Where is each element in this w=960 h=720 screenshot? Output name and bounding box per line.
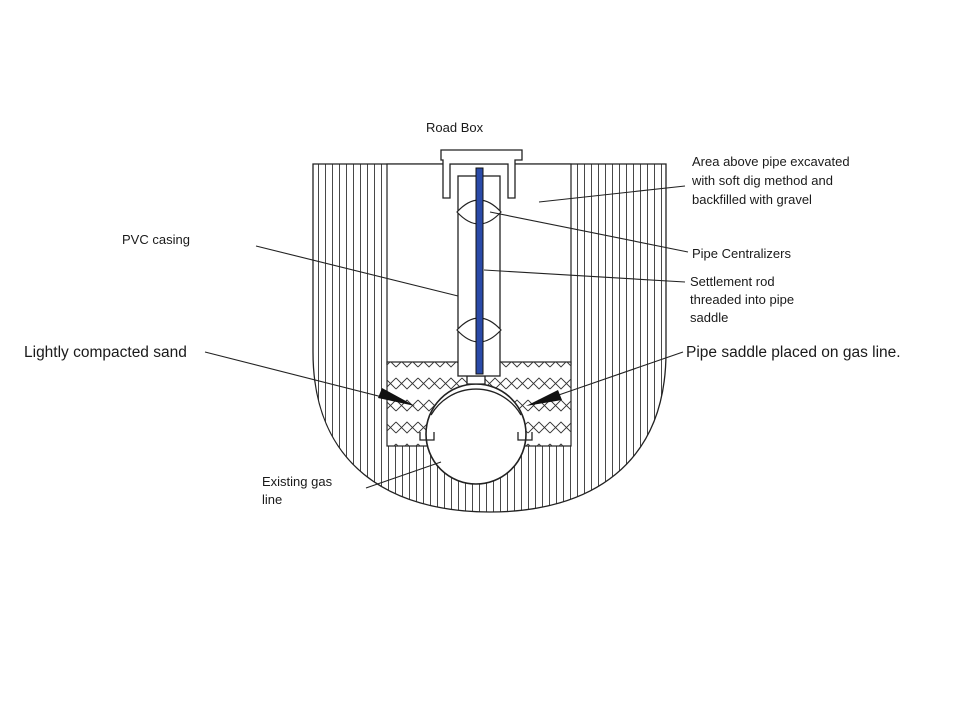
label-existing-gas-line2: line bbox=[262, 492, 282, 507]
leader-lightly-compacted-sand bbox=[204, 351, 387, 399]
label-area-above-line2: with soft dig method and bbox=[691, 173, 833, 188]
pipe-saddle bbox=[419, 375, 533, 441]
leader-settlement-rod bbox=[483, 269, 686, 283]
arrow-pipe-saddle bbox=[526, 390, 562, 406]
label-pipe-centralizers: Pipe Centralizers bbox=[692, 246, 791, 261]
label-settlement-rod-line1: Settlement rod bbox=[690, 274, 775, 289]
label-settlement-rod-line3: saddle bbox=[690, 310, 728, 325]
label-pipe-saddle: Pipe saddle placed on gas line. bbox=[686, 344, 901, 361]
label-existing-gas-line1: Existing gas bbox=[262, 474, 333, 489]
leader-area-above bbox=[538, 185, 686, 203]
leader-pvc-casing bbox=[255, 245, 459, 297]
gas-pipe bbox=[425, 383, 527, 485]
arrowheads bbox=[378, 388, 562, 406]
road-box bbox=[440, 149, 523, 199]
label-area-above-line3: backfilled with gravel bbox=[692, 192, 812, 207]
leader-pipe-centralizers bbox=[489, 211, 689, 253]
label-road-box: Road Box bbox=[426, 120, 484, 135]
arrow-lightly-compacted-sand bbox=[378, 388, 415, 406]
label-area-above-line1: Area above pipe excavated bbox=[692, 154, 850, 169]
label-settlement-rod-line2: threaded into pipe bbox=[690, 292, 794, 307]
leader-lines bbox=[204, 185, 689, 489]
label-lightly-compacted-sand: Lightly compacted sand bbox=[24, 344, 187, 361]
settlement-rod bbox=[475, 167, 484, 375]
leader-existing-gas bbox=[365, 461, 442, 489]
label-pvc-casing: PVC casing bbox=[122, 232, 190, 247]
leader-pipe-saddle bbox=[549, 351, 684, 399]
